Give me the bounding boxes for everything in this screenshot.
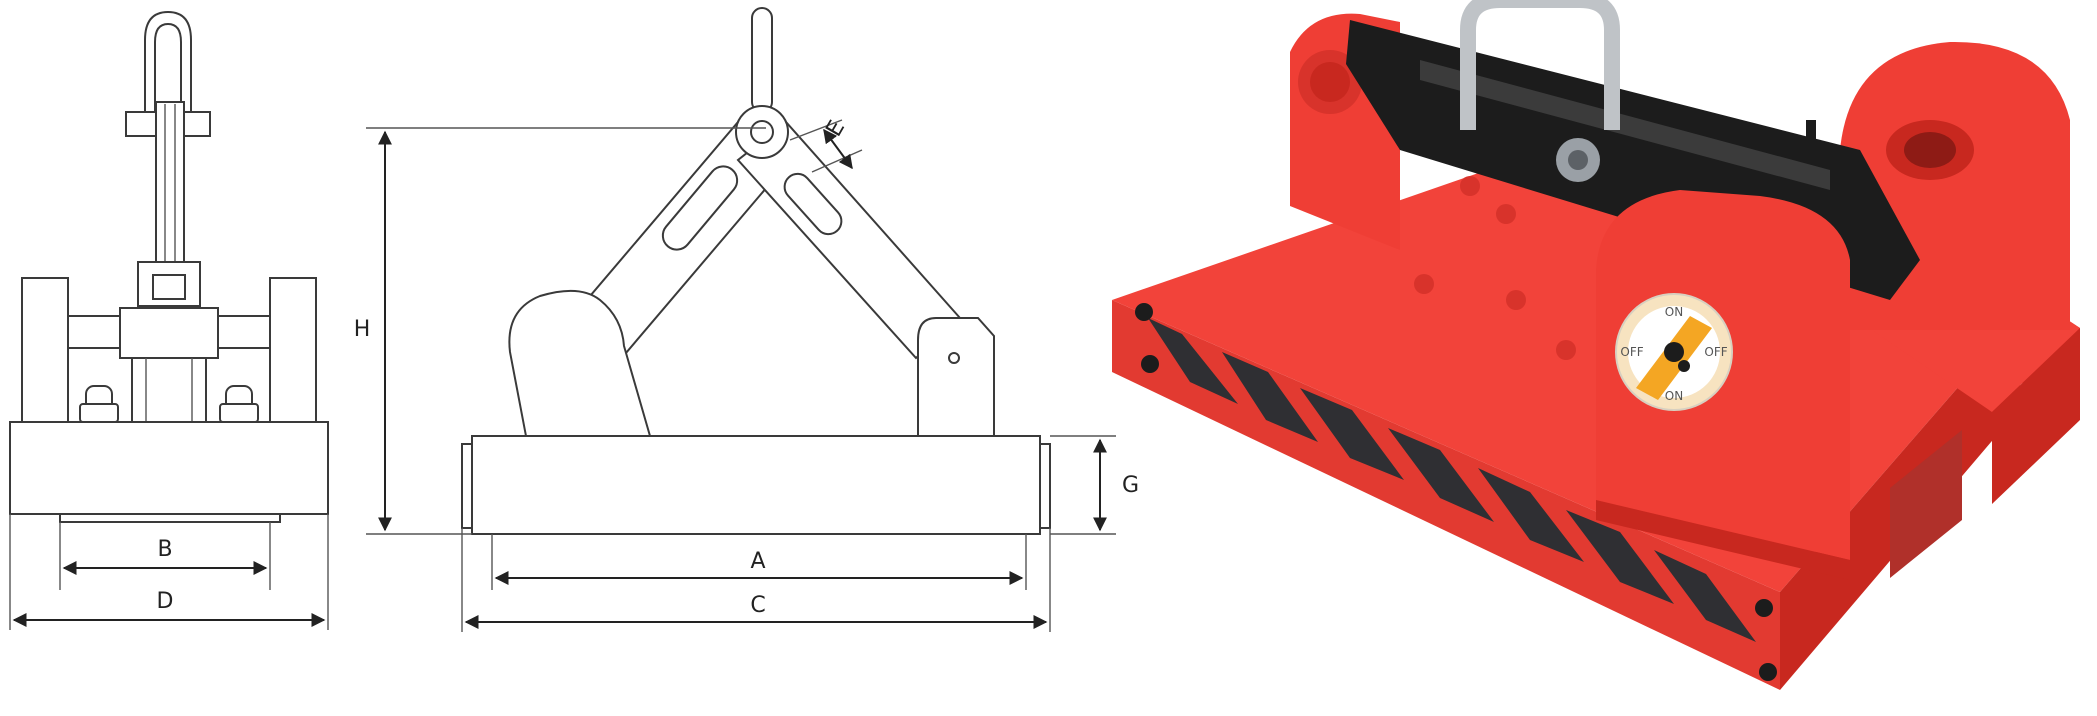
side-plate-right <box>269 277 317 423</box>
side-view-drawing: H G E A C <box>354 7 1139 632</box>
magnet-base <box>9 421 329 515</box>
label-d: D <box>157 589 174 614</box>
front-view-drawing: B D <box>9 10 329 630</box>
dial-label-left: OFF <box>1620 345 1643 359</box>
label-b: B <box>157 537 172 562</box>
shackle-steel <box>1460 0 1620 130</box>
dial-label-top: ON <box>1665 305 1683 319</box>
label-c: C <box>750 593 765 618</box>
shackle <box>144 10 192 120</box>
right-bracket <box>917 317 995 437</box>
label-g: G <box>1122 473 1139 498</box>
lifting-rod <box>155 101 185 268</box>
left-housing <box>508 289 652 437</box>
nameplate <box>1890 430 1962 578</box>
dial-label-right: OFF <box>1704 345 1727 359</box>
dimension-line-e <box>823 128 853 170</box>
label-a: A <box>750 549 765 574</box>
on-off-switch-dial: ON OFF ON OFF <box>1615 293 1733 411</box>
side-plate-left <box>21 277 69 423</box>
hazard-stripes <box>1148 318 1756 642</box>
product-photo: ON OFF ON OFF <box>1112 0 2080 690</box>
dial-label-bottom: ON <box>1665 389 1683 403</box>
label-e: E <box>822 116 851 141</box>
label-h: H <box>354 317 371 342</box>
side-base <box>471 435 1041 535</box>
